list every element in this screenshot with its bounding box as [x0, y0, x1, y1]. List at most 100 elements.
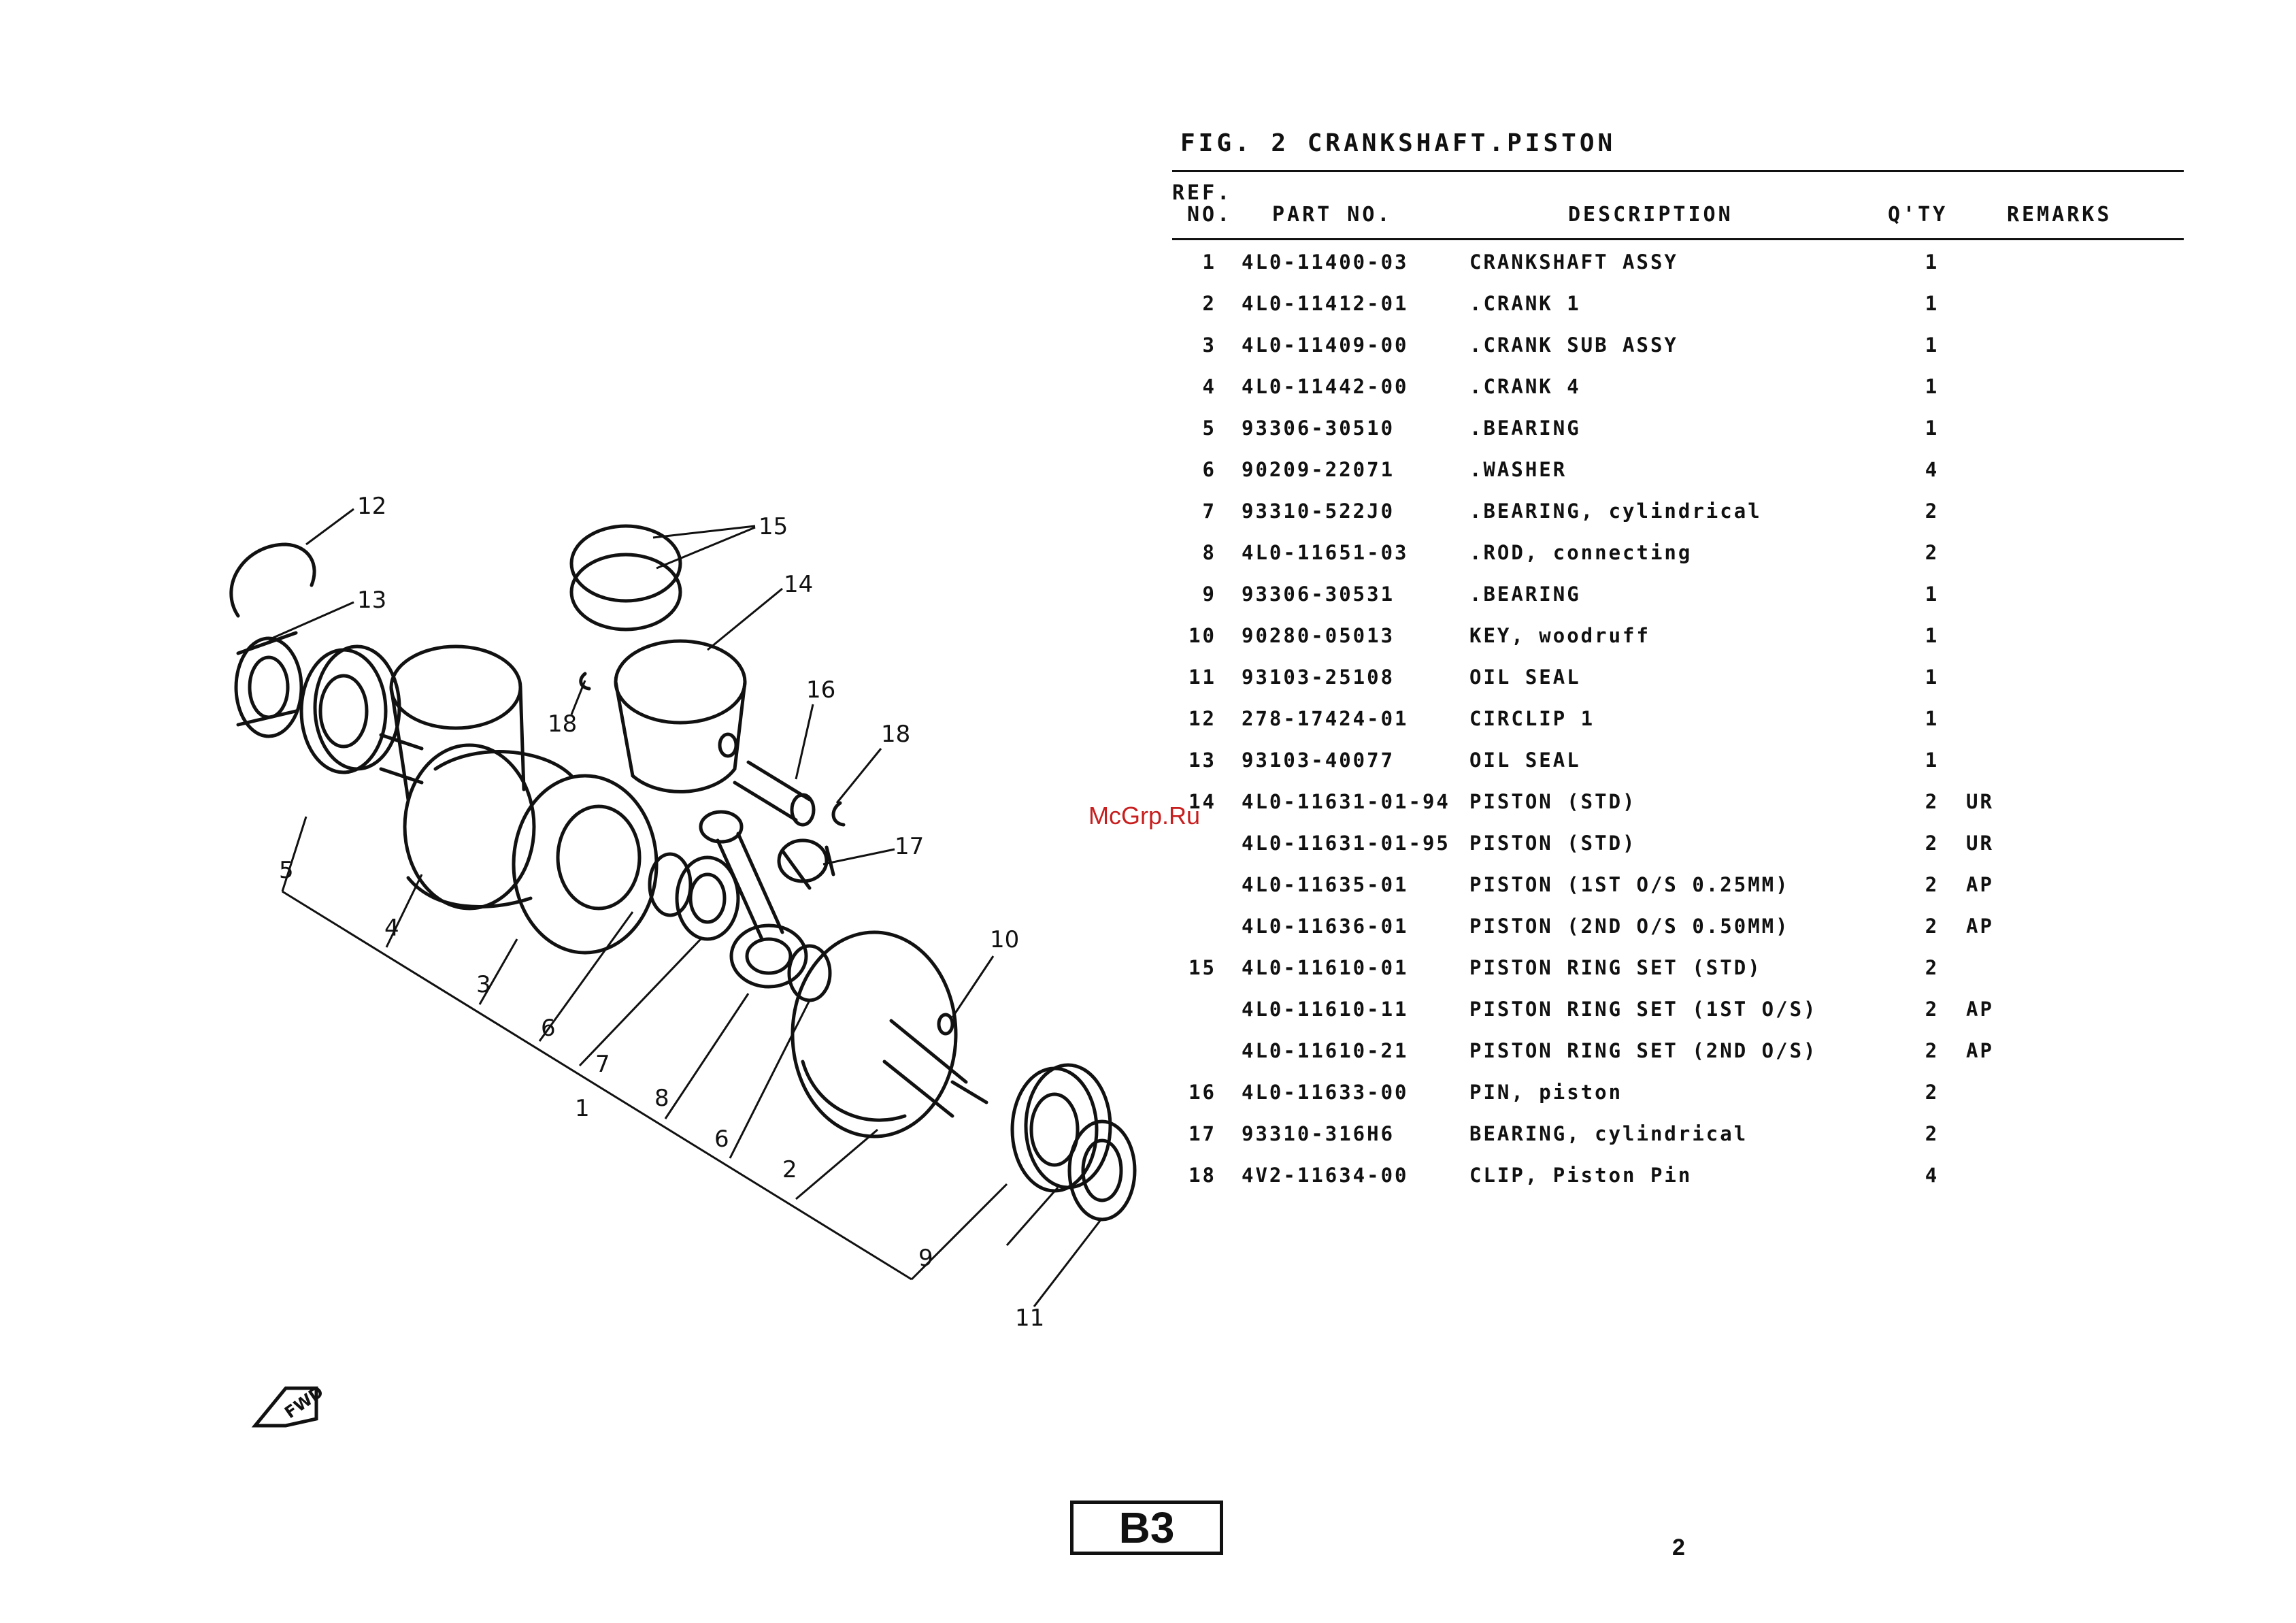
table-row: 3 4L0-11409-00 .CRANK SUB ASSY 1 — [0, 333, 2296, 361]
ref-no: 18 — [1188, 1164, 1216, 1187]
needle-bearing-part-17 — [777, 838, 835, 890]
part-no: 4V2-11634-00 — [1242, 1164, 1409, 1187]
qty: 4 — [1925, 458, 1940, 481]
qty: 2 — [1925, 499, 1940, 523]
connecting-rod-part-8 — [699, 810, 808, 989]
description: PISTON (STD) — [1469, 832, 1637, 855]
callout-2: 2 — [782, 1156, 797, 1183]
callout-11: 11 — [1015, 1305, 1044, 1332]
ref-no: 14 — [1188, 790, 1216, 813]
qty: 1 — [1925, 749, 1940, 772]
table-row: 18 4V2-11634-00 CLIP, Piston Pin 4 — [0, 1164, 2296, 1191]
ref-no: 3 — [1202, 333, 1216, 357]
description: CLIP, Piston Pin — [1469, 1164, 1693, 1187]
part-no: 278-17424-01 — [1242, 707, 1409, 730]
piston-part-14 — [614, 639, 747, 793]
callout-9: 9 — [918, 1245, 933, 1272]
table-row: 15 4L0-11610-01 PISTON RING SET (STD) 2 — [0, 956, 2296, 983]
callout-15: 15 — [759, 513, 788, 540]
table-row: 13 93103-40077 OIL SEAL 1 — [0, 749, 2296, 776]
remarks: AP — [1966, 1039, 1994, 1062]
callout-1: 1 — [575, 1095, 590, 1122]
table-row: 8 4L0-11651-03 .ROD, connecting 2 — [0, 541, 2296, 568]
callout-10: 10 — [990, 926, 1019, 953]
description: .ROD, connecting — [1469, 541, 1693, 564]
part-no: 4L0-11400-03 — [1242, 250, 1409, 274]
qty: 2 — [1925, 998, 1940, 1021]
description: PIN, piston — [1469, 1081, 1623, 1104]
part-no: 4L0-11610-01 — [1242, 956, 1409, 979]
header-part-no: PART NO. — [1272, 203, 1393, 227]
description: OIL SEAL — [1469, 666, 1581, 689]
part-no: 4L0-11412-01 — [1242, 292, 1409, 315]
remarks: AP — [1966, 915, 1994, 938]
description: .BEARING — [1469, 583, 1581, 606]
callout-5: 5 — [279, 857, 294, 884]
part-no: 93306-30510 — [1242, 416, 1395, 440]
callout-8: 8 — [654, 1085, 669, 1112]
remarks: UR — [1966, 832, 1994, 855]
header-ref-line1: REF. — [1172, 181, 1233, 205]
table-row: 16 4L0-11633-00 PIN, piston 2 — [0, 1081, 2296, 1108]
description: PISTON RING SET (1ST O/S) — [1469, 998, 1818, 1021]
table-row: 4L0-11631-01-95 PISTON (STD) 2 UR — [0, 832, 2296, 859]
table-row: 4L0-11610-21 PISTON RING SET (2ND O/S) 2… — [0, 1039, 2296, 1066]
table-row: 1 4L0-11400-03 CRANKSHAFT ASSY 1 — [0, 250, 2296, 278]
table-row: 10 90280-05013 KEY, woodruff 1 — [0, 624, 2296, 651]
qty: 1 — [1925, 250, 1940, 274]
part-no: 4L0-11631-01-94 — [1242, 790, 1450, 813]
rule-header — [1172, 238, 2184, 240]
qty: 1 — [1925, 375, 1940, 398]
piston-rings-part-15 — [569, 524, 682, 632]
description: .CRANK 4 — [1469, 375, 1581, 398]
description: .BEARING, cylindrical — [1469, 499, 1762, 523]
bearing-part-7 — [675, 855, 740, 941]
part-no: 4L0-11610-21 — [1242, 1039, 1409, 1062]
ref-no: 7 — [1202, 499, 1216, 523]
callout-7: 7 — [595, 1051, 610, 1078]
qty: 2 — [1925, 915, 1940, 938]
clip-part-18b — [831, 801, 846, 827]
callout-18a: 18 — [548, 710, 577, 738]
table-row: 5 93306-30510 .BEARING 1 — [0, 416, 2296, 444]
circlip-part-12 — [229, 542, 316, 618]
ref-no: 10 — [1188, 624, 1216, 647]
part-no: 93103-25108 — [1242, 666, 1395, 689]
callout-16: 16 — [806, 676, 835, 704]
ref-no: 5 — [1202, 416, 1216, 440]
ref-no: 8 — [1202, 541, 1216, 564]
description: .WASHER — [1469, 458, 1567, 481]
part-no: 4L0-11631-01-95 — [1242, 832, 1450, 855]
oil-seal-part-13 — [234, 631, 303, 738]
part-no: 93310-316H6 — [1242, 1122, 1395, 1145]
right-shaft — [882, 1019, 988, 1118]
part-no: 90209-22071 — [1242, 458, 1395, 481]
part-no: 4L0-11442-00 — [1242, 375, 1409, 398]
table-row: 17 93310-316H6 BEARING, cylindrical 2 — [0, 1122, 2296, 1149]
watermark-link[interactable]: McGrp.Ru — [1088, 802, 1201, 830]
fwd-arrow-icon: FWD — [251, 1382, 327, 1428]
table-row: 9 93306-30531 .BEARING 1 — [0, 583, 2296, 610]
table-row: 4L0-11636-01 PISTON (2ND O/S 0.50MM) 2 A… — [0, 915, 2296, 942]
qty: 2 — [1925, 541, 1940, 564]
part-no: 4L0-11610-11 — [1242, 998, 1409, 1021]
callout-18b: 18 — [881, 721, 910, 748]
ref-no: 12 — [1188, 707, 1216, 730]
description: BEARING, cylindrical — [1469, 1122, 1748, 1145]
qty: 2 — [1925, 956, 1940, 979]
ref-no: 6 — [1202, 458, 1216, 481]
qty: 1 — [1925, 333, 1940, 357]
callout-14: 14 — [784, 571, 813, 598]
qty: 4 — [1925, 1164, 1940, 1187]
part-no: 4L0-11633-00 — [1242, 1081, 1409, 1104]
table-row: 11 93103-25108 OIL SEAL 1 — [0, 666, 2296, 693]
ref-no: 16 — [1188, 1081, 1216, 1104]
description: OIL SEAL — [1469, 749, 1581, 772]
qty: 1 — [1925, 666, 1940, 689]
table-row: 12 278-17424-01 CIRCLIP 1 1 — [0, 707, 2296, 734]
section-code-box: B3 — [1070, 1501, 1223, 1555]
qty: 2 — [1925, 832, 1940, 855]
description: PISTON RING SET (STD) — [1469, 956, 1762, 979]
piston-assembled — [389, 644, 526, 802]
